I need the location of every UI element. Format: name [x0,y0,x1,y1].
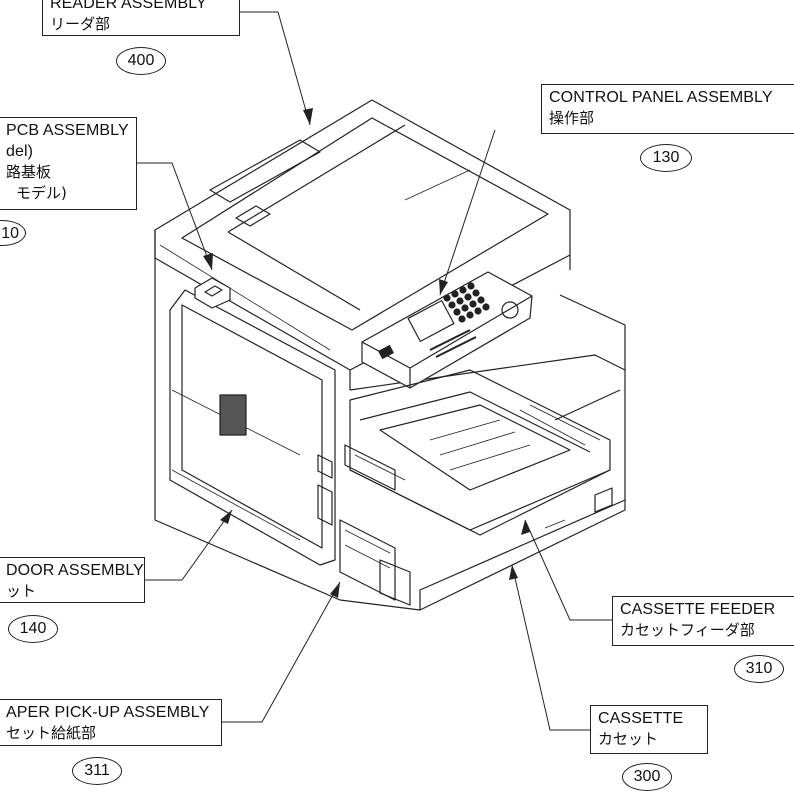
callout-label-jp: 操作部 [549,109,595,127]
pcb-bracket-drawing [194,277,231,309]
reference-number: 400 [116,47,166,75]
reference-number: 140 [8,615,58,643]
callout-label-jp: ット [6,582,37,600]
callout-label-jp: 路基板 [6,163,52,181]
callout-pcb-assembly: PCB ASSEMBLY del) 路基板 モデル) [0,117,137,210]
reference-number: 300 [622,763,672,791]
callout-label-en: CASSETTE FEEDER [620,601,776,618]
callout-label-jp: リーダ部 [50,15,111,33]
reference-number: 310 [734,655,784,683]
callout-label-jp: カセットフィーダ部 [620,621,755,639]
callout-label-en: DOOR ASSEMBLY [6,562,144,579]
leader-lines [137,11,612,731]
callout-label-en: READER ASSEMBLY [50,0,207,12]
printer-body-drawing [154,258,626,611]
callout-label-en: APER PICK-UP ASSEMBLY [6,704,210,721]
callout-label-en: CONTROL PANEL ASSEMBLY [549,89,773,106]
callout-label-jp: セット給紙部 [6,724,97,742]
front-door-drawing [169,289,336,566]
callout-cassette-feeder: CASSETTE FEEDER カセットフィーダ部 [612,596,794,646]
callout-label-jp: カセット [598,730,659,748]
callout-label-en: CASSETTE [598,710,684,727]
callout-paper-pickup-assembly: APER PICK-UP ASSEMBLY セット給紙部 [0,699,222,746]
callout-cassette: CASSETTE カセット [590,705,708,754]
paper-pickup-drawing [339,519,411,606]
cassette-feeder-drawing [344,369,611,536]
reference-number: 130 [640,144,692,172]
callout-label-jp-2: モデル) [16,184,67,202]
reference-number: 311 [72,757,122,785]
callout-door-assembly: DOOR ASSEMBLY ット [0,557,145,603]
callout-label-en: PCB ASSEMBLY [6,122,129,139]
callout-label-en-2: del) [6,143,34,160]
callout-reader-assembly: READER ASSEMBLY リーダ部 [42,0,240,36]
callout-control-panel-assembly: CONTROL PANEL ASSEMBLY 操作部 [541,84,794,134]
